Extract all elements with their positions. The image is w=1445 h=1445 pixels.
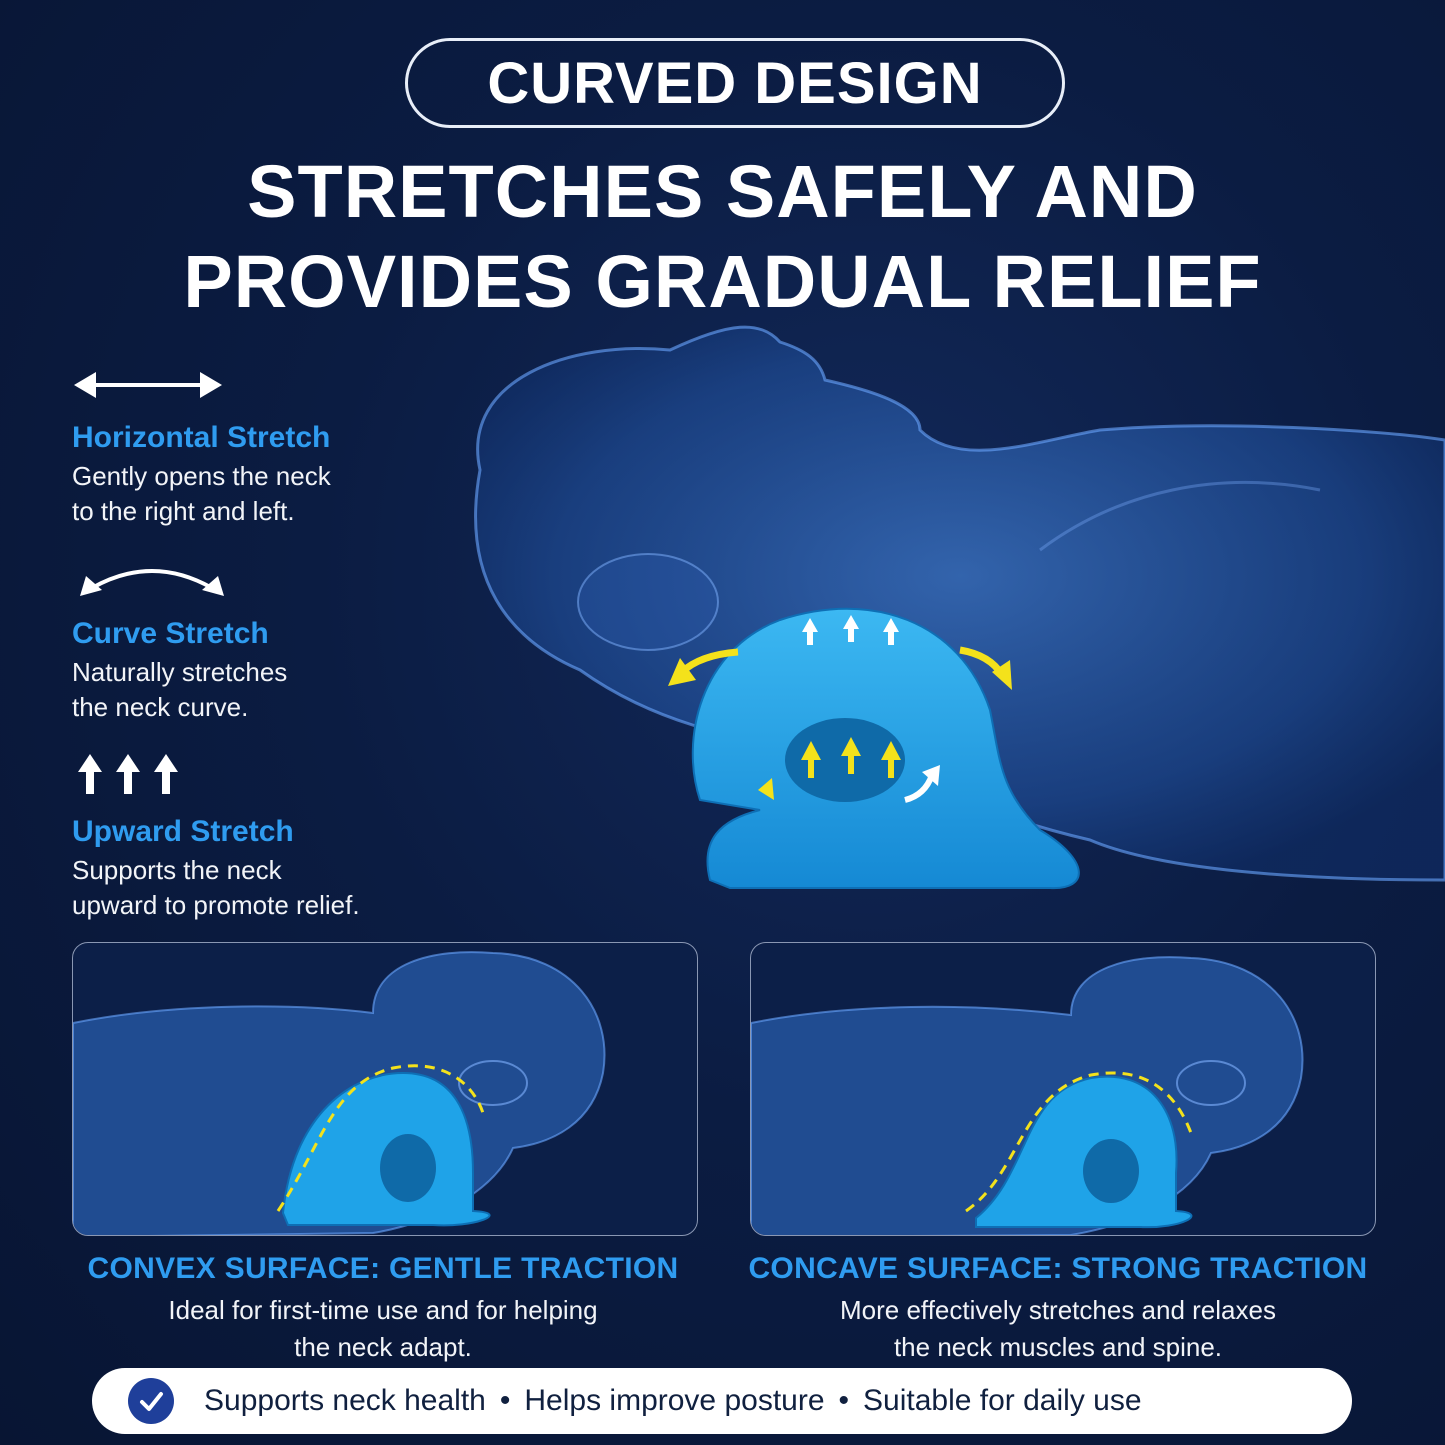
pillow-hole [785, 718, 905, 802]
hero-illustration [474, 325, 1445, 890]
feature-title-horizontal: Horizontal Stretch [72, 421, 331, 454]
benefit-item: Helps improve posture [524, 1384, 825, 1417]
benefit-item: Supports neck health [204, 1384, 486, 1417]
feature-desc-upward: Supports the neck upward to promote reli… [72, 853, 432, 923]
convex-surface-title: CONVEX SURFACE: GENTLE TRACTION [87, 1252, 679, 1285]
feature-desc-line: to the right and left. [72, 496, 295, 526]
feature-desc-horizontal: Gently opens the neck to the right and l… [72, 459, 432, 529]
concave-surface-panel [750, 942, 1376, 1236]
convex-surface-panel [72, 942, 698, 1236]
caption-line: Ideal for first-time use and for helping [168, 1295, 598, 1325]
feature-desc-line: the neck curve. [72, 692, 249, 722]
shoulder-contour [1039, 481, 1321, 552]
neck-pillow [691, 607, 1080, 890]
checkmark-circle-icon [128, 1378, 174, 1424]
headline-line-2: PROVIDES GRADUAL RELIEF [183, 240, 1262, 323]
feature-desc-line: Gently opens the neck [72, 461, 331, 491]
feature-title-upward: Upward Stretch [72, 815, 294, 848]
caption-line: the neck muscles and spine. [893, 1332, 1223, 1362]
concave-surface-title: CONCAVE SURFACE: STRONG TRACTION [748, 1252, 1368, 1285]
concave-illustration [751, 956, 1304, 1235]
feature-desc-line: Supports the neck [72, 855, 282, 885]
caption-line: More effectively stretches and relaxes [840, 1295, 1276, 1325]
benefit-item: Suitable for daily use [863, 1384, 1142, 1417]
feature-desc-curve: Naturally stretches the neck curve. [72, 655, 432, 725]
feature-desc-line: Naturally stretches [72, 657, 288, 687]
person-silhouette [474, 325, 1445, 882]
headline-line-1: STRETCHES SAFELY AND [247, 150, 1198, 233]
bullet-separator: • [499, 1384, 511, 1417]
feature-desc-line: upward to promote relief. [72, 890, 360, 920]
pill-title: CURVED DESIGN [405, 38, 1065, 128]
concave-surface-desc: More effectively stretches and relaxes t… [708, 1292, 1408, 1366]
three-up-arrows-icon [78, 754, 178, 794]
bullet-separator: • [838, 1384, 850, 1417]
benefits-bar: Supports neck health • Helps improve pos… [92, 1368, 1352, 1434]
convex-surface-desc: Ideal for first-time use and for helping… [33, 1292, 733, 1366]
curved-double-arrow-icon [80, 569, 224, 596]
caption-line: the neck adapt. [294, 1332, 472, 1362]
stretch-arrows [668, 615, 1012, 803]
ear-outline [577, 553, 719, 651]
double-arrow-horizontal-icon [74, 372, 222, 398]
feature-title-curve: Curve Stretch [72, 617, 269, 650]
convex-illustration [73, 951, 606, 1235]
